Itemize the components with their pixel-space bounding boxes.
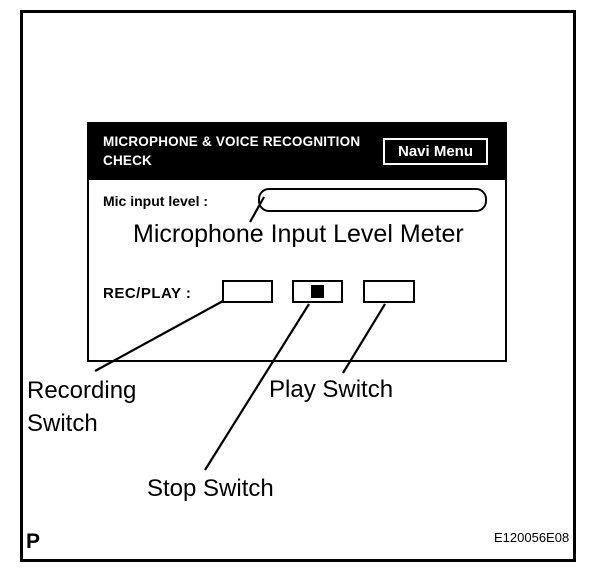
meter-annotation-label: Microphone Input Level Meter xyxy=(133,220,464,248)
screen-title: MICROPHONE & VOICE RECOGNITION CHECK xyxy=(103,132,360,170)
recording-switch-label: Recording Switch xyxy=(27,374,136,440)
recording-switch-label-line1: Recording xyxy=(27,377,137,404)
play-switch-button[interactable] xyxy=(363,280,415,303)
page-marker: P xyxy=(26,530,41,553)
rec-play-label: REC/PLAY : xyxy=(103,285,192,302)
navi-menu-button[interactable]: Navi Menu xyxy=(383,138,488,165)
screen-panel: MICROPHONE & VOICE RECOGNITION CHECK Nav… xyxy=(87,122,507,362)
figure-code: E120056E08 xyxy=(494,530,570,545)
screen-title-line2: CHECK xyxy=(103,153,153,168)
mic-input-level-label: Mic input level : xyxy=(103,193,209,209)
screen-title-line1: MICROPHONE & VOICE RECOGNITION xyxy=(103,134,361,149)
stop-square-icon xyxy=(311,285,324,298)
mic-input-level-meter xyxy=(258,188,487,212)
recording-switch-label-line2: Switch xyxy=(27,410,98,437)
stop-switch-button[interactable] xyxy=(292,280,343,303)
screen-header: MICROPHONE & VOICE RECOGNITION CHECK Nav… xyxy=(89,124,505,180)
stop-switch-label: Stop Switch xyxy=(147,475,274,502)
play-switch-label: Play Switch xyxy=(269,376,394,403)
recording-switch-button[interactable] xyxy=(222,280,273,303)
